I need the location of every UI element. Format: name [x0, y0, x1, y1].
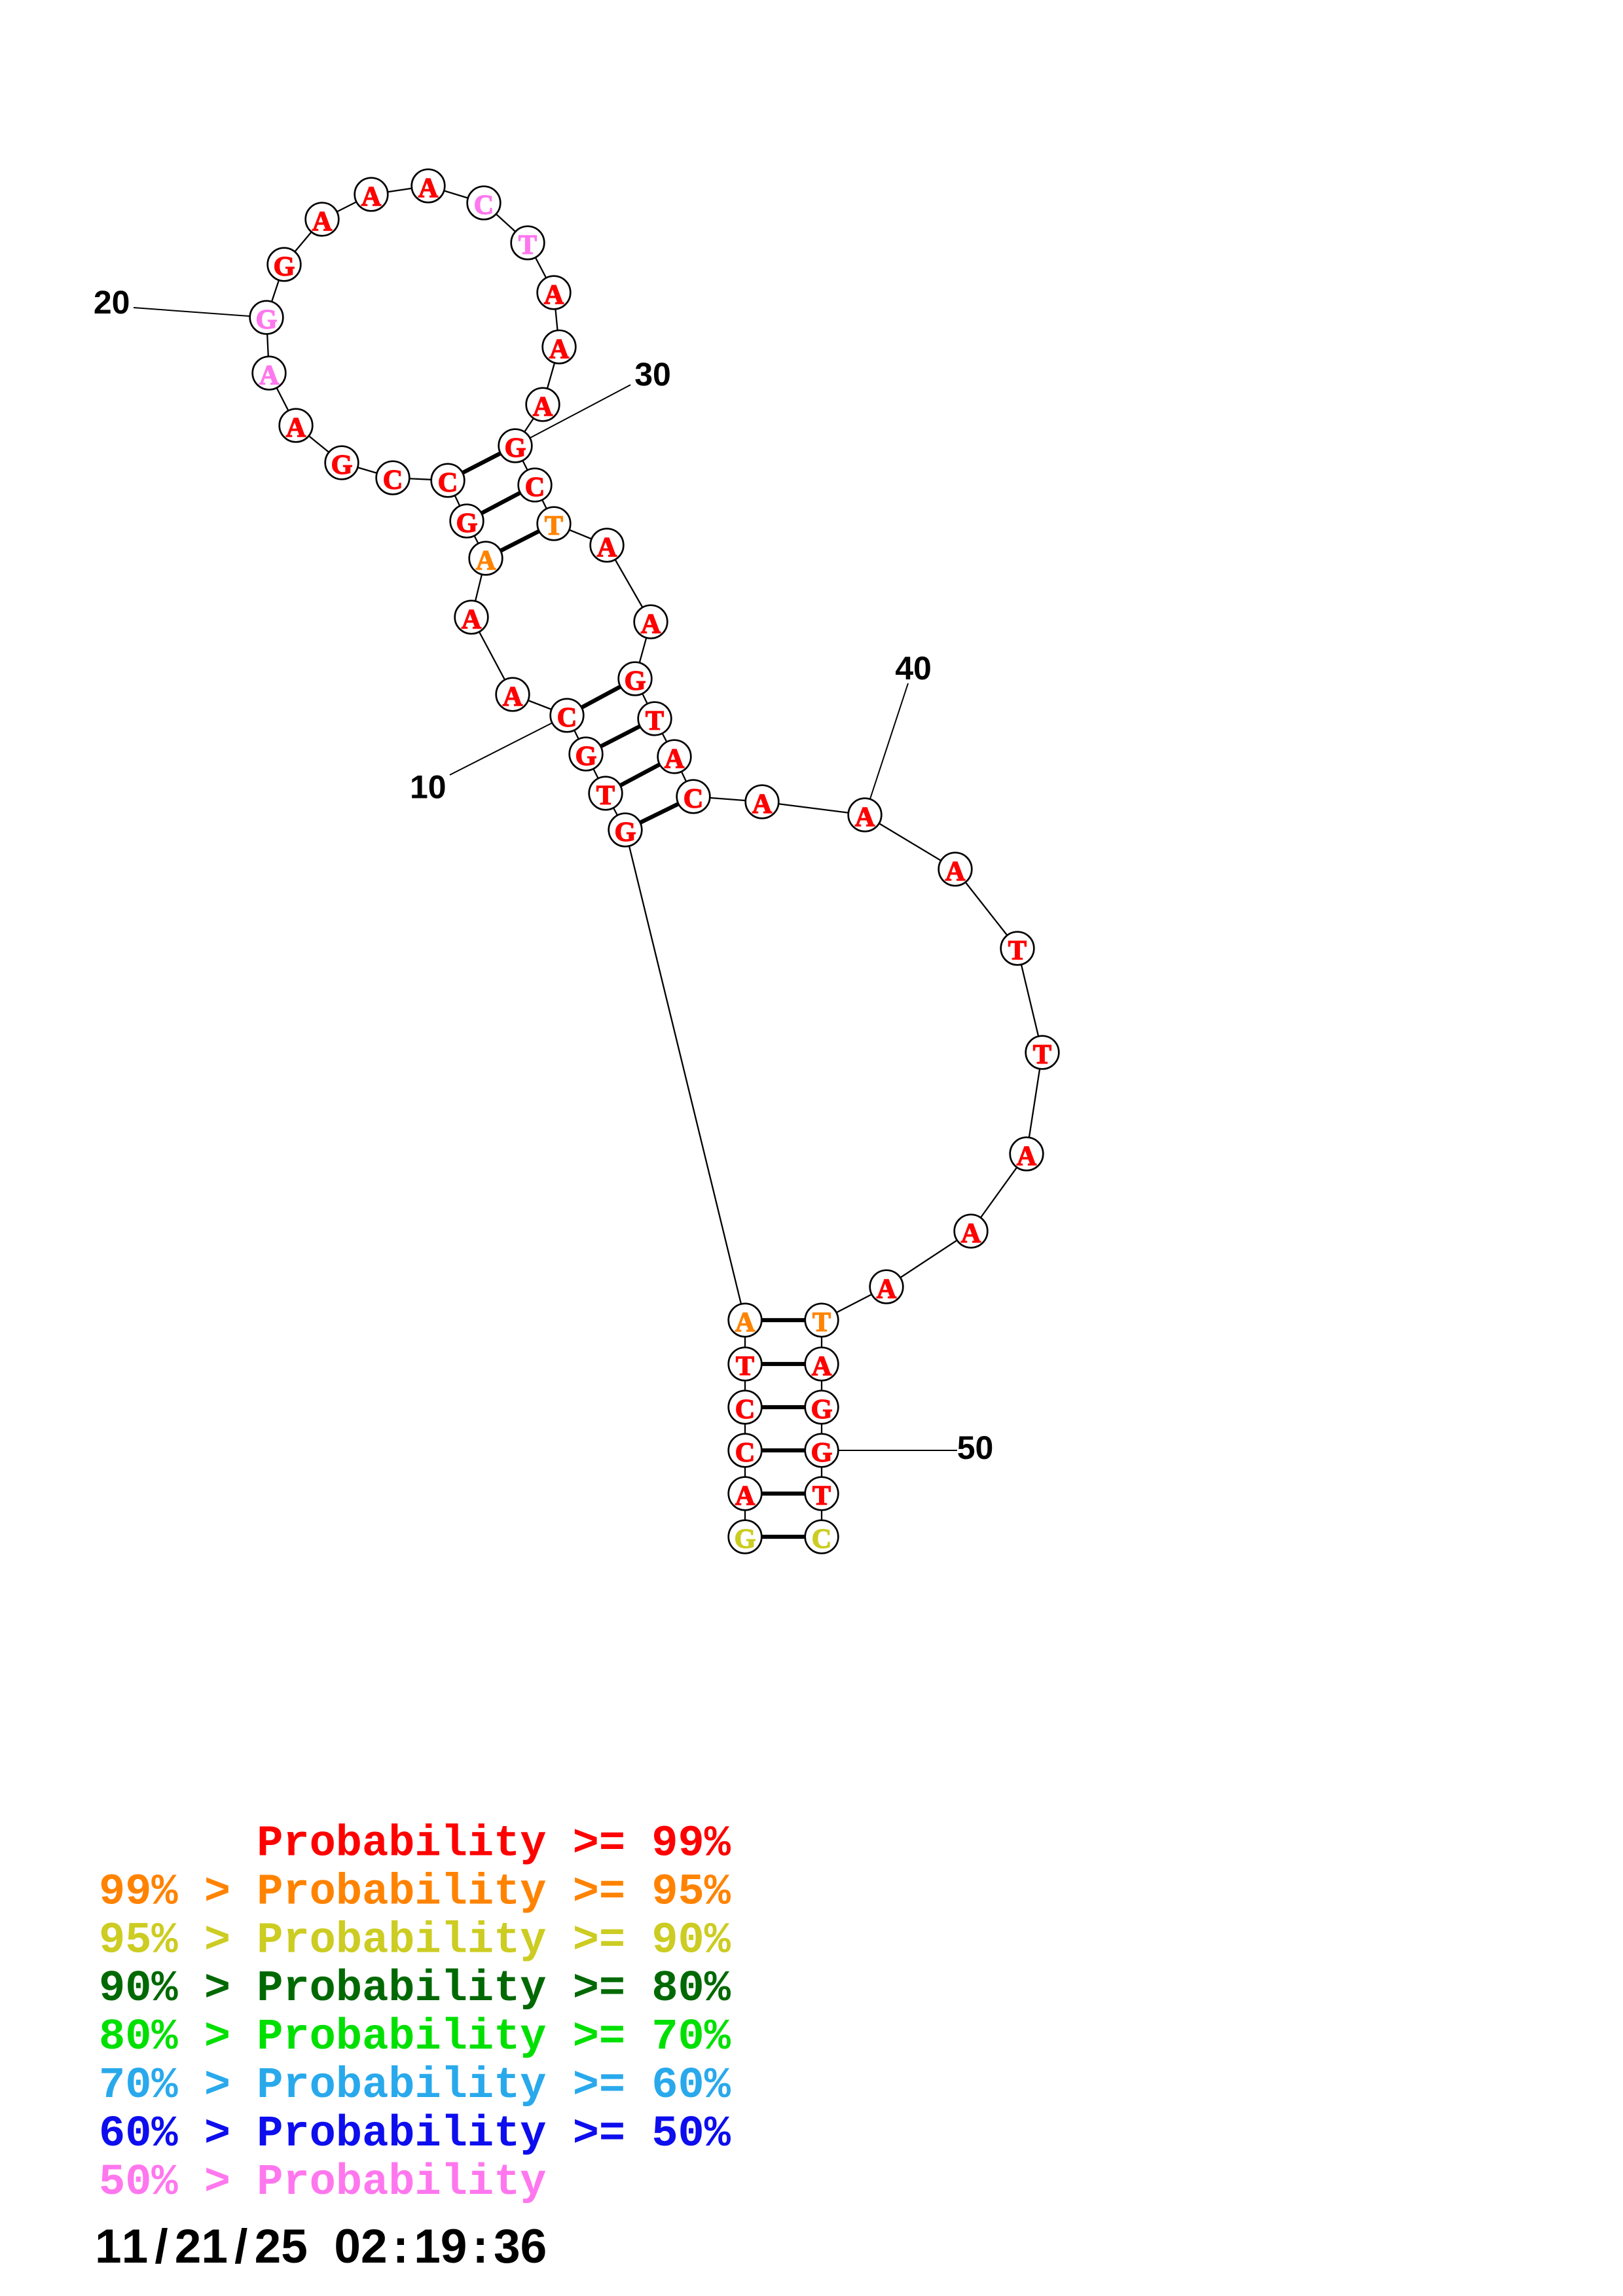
- svg-text:T: T: [1033, 1039, 1051, 1070]
- svg-text::: :: [393, 2220, 409, 2273]
- svg-text:C: C: [438, 467, 458, 498]
- svg-text:A: A: [735, 1480, 756, 1511]
- svg-text:50: 50: [957, 1429, 994, 1466]
- svg-text:A: A: [462, 604, 482, 635]
- svg-text:2: 2: [255, 2220, 282, 2273]
- svg-text:A: A: [641, 609, 661, 639]
- svg-text:2: 2: [361, 2220, 388, 2273]
- svg-text:A: A: [735, 1307, 756, 1338]
- svg-text:A: A: [877, 1274, 897, 1304]
- svg-text:30: 30: [634, 356, 671, 393]
- svg-text:50% > Probability: 50% > Probability: [99, 2158, 547, 2208]
- svg-text:/: /: [155, 2220, 168, 2273]
- svg-text:T: T: [596, 780, 615, 811]
- svg-text:G: G: [456, 508, 478, 539]
- svg-text:G: G: [615, 817, 636, 848]
- svg-text:2: 2: [175, 2220, 202, 2273]
- svg-text:A: A: [503, 681, 523, 712]
- svg-text:1: 1: [414, 2220, 441, 2273]
- svg-text:A: A: [259, 360, 280, 391]
- svg-text:G: G: [811, 1394, 833, 1425]
- svg-text:A: A: [361, 181, 382, 212]
- svg-text:9: 9: [441, 2220, 467, 2273]
- svg-text:A: A: [544, 279, 564, 310]
- svg-text:90% > Probability >= 80%: 90% > Probability >= 80%: [99, 1964, 731, 2014]
- svg-text:T: T: [1008, 935, 1027, 966]
- svg-text:10: 10: [410, 768, 447, 805]
- svg-text:T: T: [545, 511, 563, 541]
- svg-text:G: G: [274, 251, 295, 282]
- svg-text:A: A: [752, 789, 773, 819]
- svg-text:A: A: [945, 856, 966, 887]
- svg-text:C: C: [525, 472, 545, 503]
- svg-text:99% > Probability >= 95%: 99% > Probability >= 95%: [99, 1867, 731, 1917]
- svg-text:A: A: [549, 334, 570, 365]
- svg-text:/: /: [234, 2220, 247, 2273]
- svg-text:G: G: [735, 1524, 756, 1554]
- svg-text:3: 3: [494, 2220, 520, 2273]
- svg-text:C: C: [474, 190, 494, 221]
- svg-text:C: C: [812, 1524, 831, 1554]
- svg-text:A: A: [961, 1218, 981, 1249]
- svg-text:G: G: [256, 304, 278, 335]
- svg-text:80% > Probability >= 70%: 80% > Probability >= 70%: [99, 2013, 731, 2062]
- svg-text:T: T: [646, 706, 664, 736]
- svg-text:A: A: [855, 802, 875, 833]
- svg-text:1: 1: [122, 2220, 149, 2273]
- svg-text:20: 20: [94, 284, 130, 321]
- svg-text:40: 40: [895, 650, 932, 687]
- svg-text:60% > Probability >= 50%: 60% > Probability >= 50%: [99, 2109, 731, 2159]
- svg-text:G: G: [625, 666, 646, 696]
- svg-text:6: 6: [520, 2220, 547, 2273]
- svg-text:A: A: [665, 744, 685, 774]
- svg-text:A: A: [476, 545, 496, 576]
- svg-text:T: T: [812, 1480, 831, 1511]
- svg-text:1: 1: [95, 2220, 122, 2273]
- svg-text:70% > Probability >= 60%: 70% > Probability >= 60%: [99, 2061, 731, 2111]
- svg-text:C: C: [735, 1394, 755, 1425]
- svg-text:T: T: [519, 230, 537, 260]
- svg-text:G: G: [575, 741, 597, 772]
- svg-text:95% > Probability >= 90%: 95% > Probability >= 90%: [99, 1916, 731, 1965]
- svg-text:A: A: [1017, 1141, 1037, 1172]
- svg-text:A: A: [418, 173, 439, 204]
- svg-text:T: T: [812, 1307, 831, 1338]
- svg-text:A: A: [533, 391, 553, 422]
- svg-text::: :: [473, 2220, 488, 2273]
- svg-text:A: A: [312, 206, 333, 237]
- svg-text:C: C: [383, 465, 403, 495]
- svg-text:G: G: [331, 450, 353, 480]
- svg-text:1: 1: [201, 2220, 228, 2273]
- svg-text:T: T: [736, 1351, 754, 1382]
- svg-text:A: A: [597, 532, 617, 563]
- svg-text:G: G: [505, 433, 526, 463]
- svg-text:Probability >= 99%: Probability >= 99%: [257, 1820, 731, 1869]
- svg-text:0: 0: [334, 2220, 361, 2273]
- svg-text:C: C: [557, 702, 577, 733]
- svg-text:C: C: [684, 783, 703, 814]
- svg-text:G: G: [811, 1437, 833, 1468]
- svg-text:5: 5: [281, 2220, 308, 2273]
- svg-text:A: A: [286, 412, 306, 443]
- svg-text:A: A: [812, 1351, 832, 1382]
- svg-text:C: C: [735, 1437, 755, 1468]
